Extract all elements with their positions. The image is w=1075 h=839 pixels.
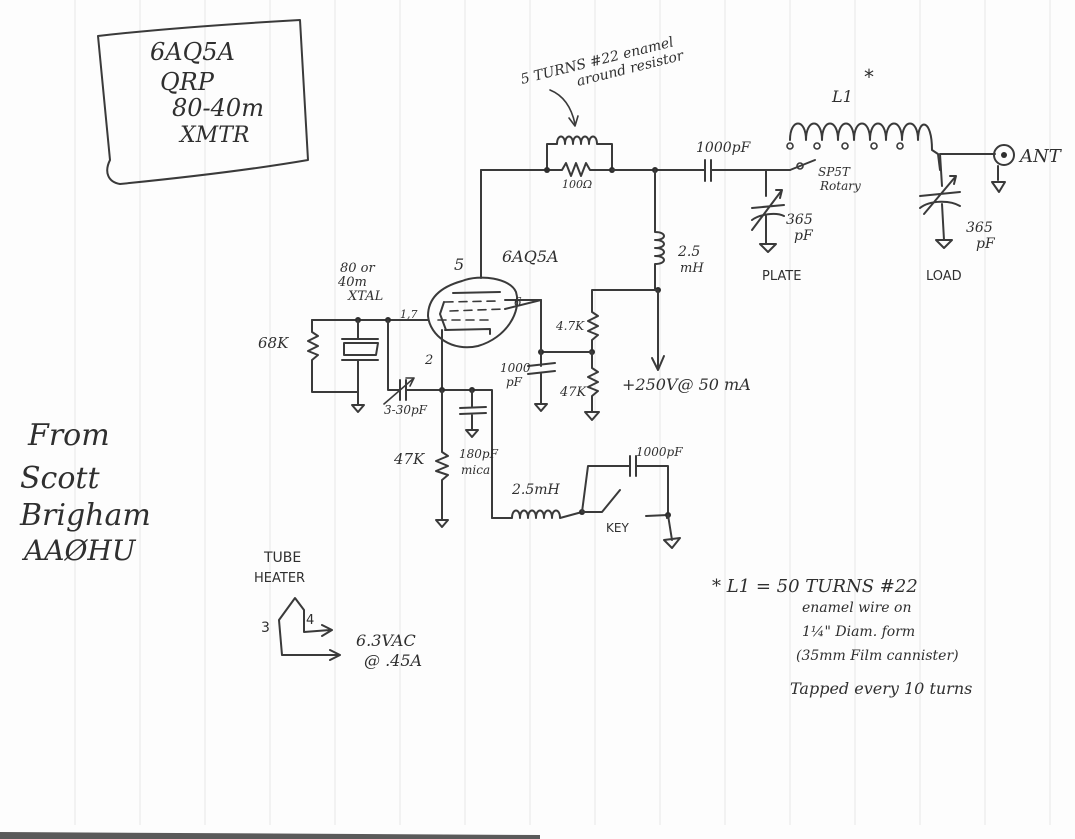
- c-cathode-type: mica: [461, 463, 490, 477]
- c-feedback-label: 3-30pF: [384, 403, 428, 417]
- coupling-capacitor: [704, 159, 712, 182]
- suppressor-coil: [546, 135, 613, 171]
- supply-label: +250V@ 50 mA: [622, 375, 751, 394]
- parasitic-note: 5 TURNS #22 enamel around resistor: [519, 34, 686, 127]
- l1-note: * L1 = 50 TURNS #22 enamel wire on 1¼" D…: [712, 576, 972, 698]
- suppressor-resistor: [546, 162, 613, 177]
- screen-resistor-top: [587, 289, 659, 353]
- grid-resistor: [307, 319, 359, 393]
- pin-plate-label: 5: [454, 255, 464, 274]
- title-line: 80-40m: [172, 94, 264, 122]
- pin-cathode-label: 2: [424, 353, 433, 368]
- key-label: KEY: [606, 521, 629, 535]
- tube-plate: [452, 291, 501, 294]
- pin-grid-label: 1,7: [400, 308, 418, 321]
- c-load-value: 365: [966, 220, 993, 236]
- credit-block: From Scott Brigham AAØHU: [19, 418, 151, 567]
- switch-label-2: Rotary: [819, 179, 861, 193]
- l1-note-line: 1¼" Diam. form: [802, 624, 915, 640]
- scan-edge: [0, 832, 540, 839]
- plate-rfc: 2.5 mH +250V@ 50 mA 4.7K 47K 1000 pF: [500, 169, 751, 421]
- title-line: XMTR: [178, 123, 249, 148]
- heater-pin-a: 3: [261, 620, 270, 636]
- c-cathode-value: 180pF: [459, 447, 499, 461]
- crystal-label-2: 40m: [337, 275, 367, 290]
- heater-diagram: TUBE HEATER 3 4 6.3VAC @ .45A: [254, 550, 422, 670]
- rfc-key-label: 2.5mH: [511, 482, 561, 498]
- l1-coil: [789, 122, 941, 171]
- plate-label: PLATE: [762, 269, 801, 284]
- l1-note-line: * L1 = 50 TURNS #22: [712, 576, 918, 597]
- l1-label: L1: [831, 87, 853, 106]
- l1-star: *: [864, 65, 874, 89]
- c-coupling-label: 1000pF: [696, 140, 752, 156]
- sp5t-switch: [789, 159, 816, 171]
- screen-resistor-bottom: [587, 351, 599, 413]
- heater-pin-b: 4: [306, 613, 314, 628]
- tube-6aq5a: 5 6AQ5A 6 1,7 2: [400, 247, 559, 368]
- cathode-resistor: [435, 389, 449, 521]
- key-rfc: [491, 509, 583, 519]
- crystal-label-3: XTAL: [347, 289, 383, 304]
- c-plate-value: 365: [786, 212, 813, 228]
- crystal-label-1: 80 or: [340, 261, 376, 276]
- r-screen-bottom-label: 47K: [559, 385, 588, 400]
- title-line: QRP: [160, 68, 215, 96]
- rfc-plate-unit: mH: [680, 261, 704, 276]
- heater-supply-1: 6.3VAC: [356, 631, 416, 650]
- tube-envelope: [427, 276, 519, 349]
- tube-screen-grid: [449, 308, 506, 312]
- pin-screen-label: 6: [514, 295, 522, 309]
- c-key-label: 1000pF: [636, 445, 683, 459]
- title-line: 6AQ5A: [150, 38, 235, 66]
- switch-label-1: SP5T: [818, 165, 851, 179]
- c-screen-unit: pF: [506, 375, 523, 389]
- r-parasitic-label: 100Ω: [562, 178, 592, 191]
- crystal: [341, 319, 379, 406]
- heater-title-2: HEATER: [254, 571, 305, 586]
- note-arrow: [549, 89, 576, 125]
- title-box: 6AQ5A QRP 80-40m XMTR: [97, 19, 309, 185]
- heater-title-1: TUBE: [263, 550, 301, 566]
- tube-suppressor-grid: [444, 300, 501, 303]
- credit-line: Scott: [20, 461, 100, 496]
- cathode-circuit: 47K 180pF mica 2.5mH 1000pF KEY: [393, 329, 683, 549]
- heater-filament: [278, 597, 341, 661]
- r-grid-label: 68K: [258, 334, 289, 352]
- credit-line: Brigham: [19, 498, 151, 533]
- key-switch: [581, 489, 621, 513]
- heater-supply-2: @ .45A: [364, 651, 422, 670]
- l1-note-line: enamel wire on: [802, 600, 911, 616]
- r-cathode-label: 47K: [393, 450, 425, 468]
- l1-note-line: (35mm Film cannister): [796, 648, 959, 664]
- pi-network: 365 pF PLATE SP5T Rotary L1 * 365 pF LOA…: [751, 65, 1063, 284]
- grid-circuit: 68K 80 or 40m XTAL 3-30pF: [258, 261, 443, 417]
- c-load-unit: pF: [976, 236, 996, 252]
- plate-circuit: 100Ω 1000pF: [480, 135, 791, 279]
- c-plate-unit: pF: [794, 228, 814, 244]
- r-screen-top-label: 4.7K: [555, 319, 585, 333]
- load-label: LOAD: [926, 269, 962, 284]
- l1-note-line: Tapped every 10 turns: [790, 679, 972, 698]
- c-screen-value: 1000: [500, 361, 531, 375]
- tube-type-label: 6AQ5A: [502, 247, 559, 266]
- credit-line: AAØHU: [21, 534, 137, 567]
- credit-line: From: [27, 418, 110, 453]
- antenna-connector: [993, 144, 1015, 166]
- rfc-plate-value: 2.5: [677, 244, 700, 260]
- tube-cathode: [444, 328, 491, 335]
- ant-label: ANT: [1018, 146, 1063, 167]
- note-arrowhead: [568, 115, 579, 127]
